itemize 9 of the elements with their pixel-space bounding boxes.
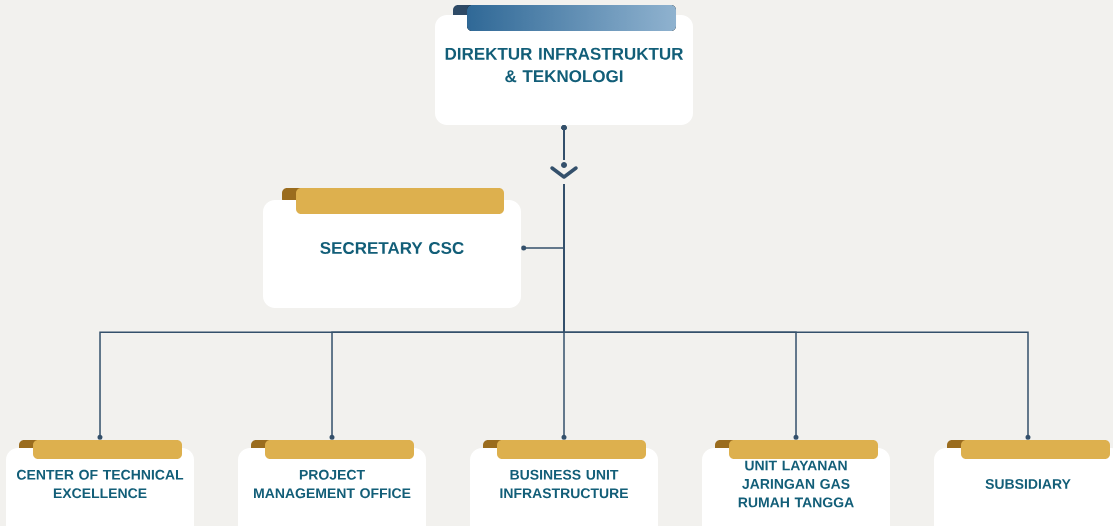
- tabbed-box: DIREKTUR INFRASTRUKTUR & TEKNOLOGI: [435, 5, 693, 125]
- tabbed-box: SECRETARY CSC: [263, 188, 521, 308]
- chevron: [550, 160, 578, 184]
- tabbed-box: UNIT LAYANAN JARINGAN GAS RUMAH TANGGA: [702, 440, 890, 526]
- tabbed-box: CENTER OF TECHNICAL EXCELLENCE: [6, 440, 194, 526]
- connector: [561, 125, 1031, 440]
- tabbed-box: SUBSIDIARY: [934, 440, 1113, 526]
- tabbed-box: PROJECT MANAGEMENT OFFICE: [238, 440, 426, 526]
- tabbed-box: BUSINESS UNIT INFRASTRUCTURE: [470, 440, 658, 526]
